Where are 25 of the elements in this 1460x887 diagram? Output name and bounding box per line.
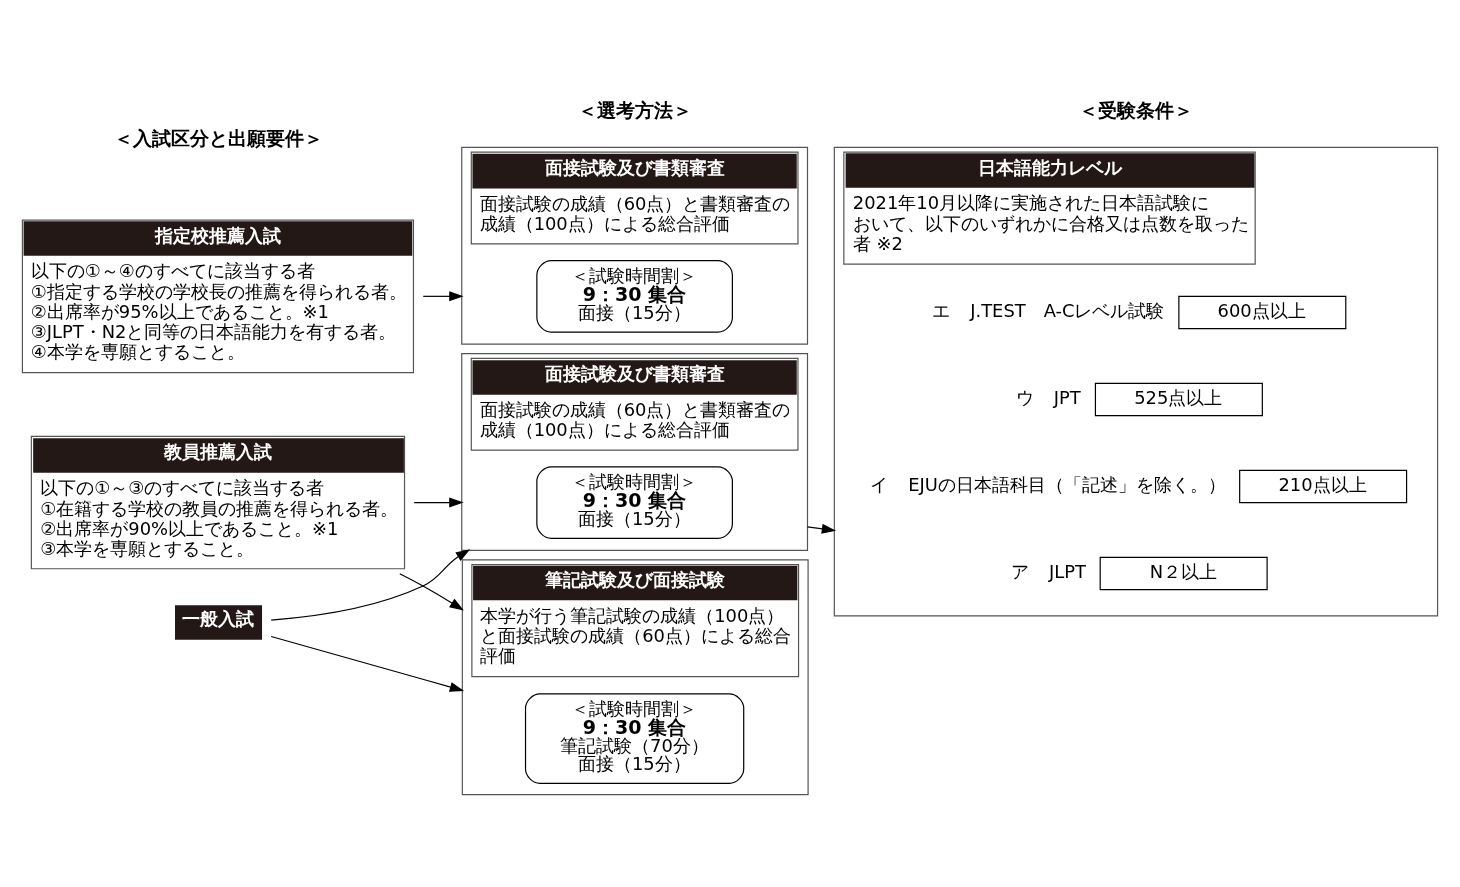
node-label: エ — [932, 299, 951, 321]
label: ＜選考方法＞ — [577, 98, 692, 121]
arrow — [413, 497, 464, 508]
arrow — [270, 548, 471, 621]
node-box: 一般入試 — [175, 604, 263, 640]
arrow — [806, 523, 837, 534]
node-label: J.TEST A-Cレベル試験 — [970, 299, 1165, 321]
node-box: 600点以上 — [1178, 295, 1347, 329]
node-label: JPT — [1053, 386, 1081, 408]
node-label: JLPT — [1048, 560, 1086, 582]
label: ＜入試区分と出願要件＞ — [113, 126, 323, 149]
node-label: ア — [1010, 560, 1029, 582]
node-label: イ — [870, 473, 889, 495]
node-box: 210点以上 — [1239, 469, 1408, 503]
node-label: EJUの日本語科目（「記述」を除く。） — [908, 473, 1226, 495]
label: ＜受験条件＞ — [1079, 98, 1194, 121]
arrow — [399, 572, 464, 611]
node-box: ＜試験時間割＞ 9：30 集合 筆記試験（70分） 面接（15分） — [524, 692, 745, 784]
node-label: ウ — [1015, 386, 1034, 408]
arrow — [422, 290, 464, 301]
node-box: ＜試験時間割＞ 9：30 集合 面接（15分） — [536, 259, 733, 333]
node-box: N２以上 — [1099, 556, 1268, 590]
arrow — [270, 635, 465, 692]
node-box: 525点以上 — [1094, 382, 1263, 416]
node-box: ＜試験時間割＞ 9：30 集合 面接（15分） — [536, 465, 733, 539]
